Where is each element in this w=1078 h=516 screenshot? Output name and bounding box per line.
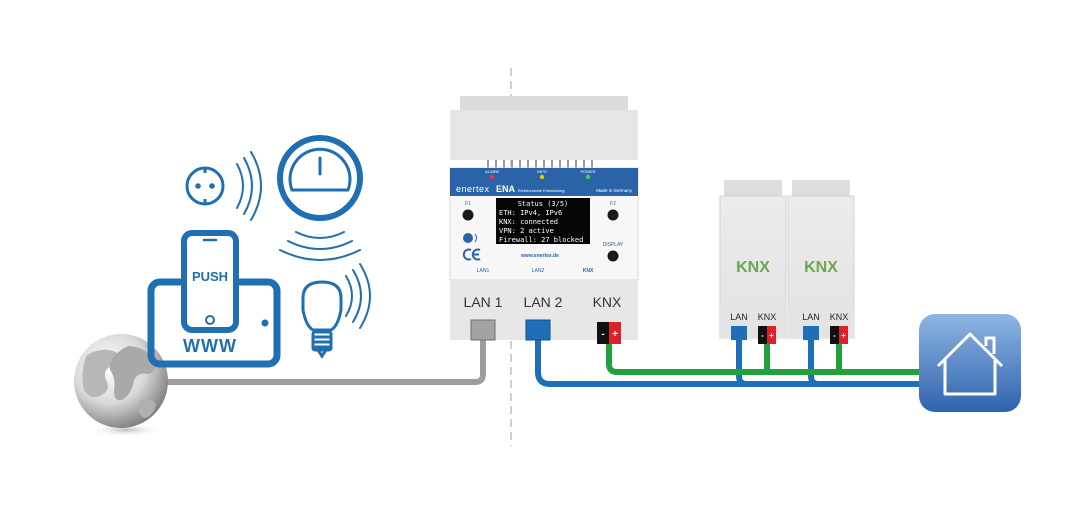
knx-logo: KNX bbox=[736, 259, 770, 276]
phone-label: PUSH bbox=[192, 269, 228, 284]
smartphone-icon: PUSH bbox=[181, 230, 239, 333]
thermostat-waves bbox=[279, 231, 361, 261]
blue-lan-branch-1 bbox=[736, 333, 750, 387]
knx-module-2: KNX LAN KNX - + bbox=[787, 180, 855, 344]
gateway-brand: enertex bbox=[456, 184, 490, 194]
port-knx-small-label: KNX bbox=[583, 268, 594, 274]
module2-minus-sign: - bbox=[833, 331, 836, 340]
blue-lan-cable bbox=[535, 333, 923, 387]
screen-line-3: KNX: connected bbox=[499, 218, 558, 226]
ce-mark-icon bbox=[462, 248, 481, 261]
cables bbox=[147, 333, 923, 387]
module1-lan-port[interactable] bbox=[731, 326, 747, 340]
gateway-tagline: Elektronische Entwicklung bbox=[518, 188, 564, 193]
svg-text:KNX: KNX bbox=[736, 259, 770, 276]
thermostat-icon bbox=[277, 135, 363, 221]
f1-label: F1 bbox=[465, 201, 471, 207]
svg-text:KNX: KNX bbox=[804, 259, 838, 276]
module1-plus-sign: + bbox=[769, 331, 774, 340]
f1-button[interactable] bbox=[462, 209, 474, 221]
tablet-label: WWW bbox=[183, 336, 237, 356]
module2-knx-label: KNX bbox=[830, 312, 849, 322]
light-bulb-icon bbox=[301, 280, 343, 359]
led-power-label: POWER bbox=[580, 169, 595, 174]
module2-lan-port[interactable] bbox=[803, 326, 819, 340]
port-lan2-label: LAN 2 bbox=[524, 294, 563, 310]
gateway-url: www.enertex.de bbox=[520, 253, 559, 259]
display-button[interactable] bbox=[607, 250, 619, 262]
lan1-port[interactable] bbox=[470, 319, 496, 341]
led-alarm-label: ALARM bbox=[485, 169, 499, 174]
port-lan2-small-label: LAN2 bbox=[532, 268, 545, 274]
screen-line-5: Firewall: 27 blocked bbox=[499, 236, 583, 244]
knx-plus-sign: + bbox=[612, 329, 618, 340]
f2-label: F2 bbox=[610, 201, 616, 207]
module2-plus-sign: + bbox=[841, 331, 846, 340]
led-info-label: INFO bbox=[537, 169, 547, 174]
blue-lan-branch-2 bbox=[808, 333, 822, 387]
wireless-waves-icon bbox=[236, 151, 262, 221]
port-knx-label: KNX bbox=[593, 294, 622, 310]
module1-knx-plus[interactable] bbox=[767, 326, 776, 344]
knx-logo: KNX bbox=[804, 259, 838, 276]
module2-lan-label: LAN bbox=[802, 312, 820, 322]
lan2-port[interactable] bbox=[525, 319, 551, 341]
house-icon bbox=[919, 314, 1021, 412]
gateway-made-in: Made in Germany bbox=[596, 188, 633, 193]
screen-line-1: Status (3/5) bbox=[518, 200, 569, 208]
screen-line-2: ETH: IPv4, IPv6 bbox=[499, 209, 562, 217]
module1-knx-minus[interactable] bbox=[758, 326, 767, 344]
module2-knx-minus[interactable] bbox=[830, 326, 839, 344]
gray-lan-cable bbox=[147, 333, 486, 385]
gateway-device: ALARM INFO POWER enertex ENA Elektronisc… bbox=[449, 96, 639, 344]
knx-minus-sign: - bbox=[601, 329, 604, 340]
knx-terminal-minus[interactable] bbox=[597, 322, 609, 344]
knx-module-1: KNX LAN KNX - + bbox=[719, 180, 787, 344]
bulb-waves bbox=[345, 263, 371, 329]
power-socket-icon bbox=[185, 166, 225, 206]
port-lan1-small-label: LAN1 bbox=[477, 268, 490, 274]
screen-line-4: VPN: 2 active bbox=[499, 227, 554, 235]
wireless-waves-icon bbox=[463, 233, 477, 243]
module1-knx-label: KNX bbox=[758, 312, 777, 322]
port-lan1-label: LAN 1 bbox=[464, 294, 503, 310]
f2-button[interactable] bbox=[607, 209, 619, 221]
green-knx-cable bbox=[606, 341, 923, 375]
globe-icon bbox=[74, 334, 168, 437]
gateway-product: ENA bbox=[496, 184, 516, 194]
module1-lan-label: LAN bbox=[730, 312, 748, 322]
module2-knx-plus[interactable] bbox=[839, 326, 848, 344]
module1-minus-sign: - bbox=[761, 331, 764, 340]
display-button-label: DISPLAY bbox=[603, 242, 624, 248]
knx-terminal-plus[interactable] bbox=[609, 322, 621, 344]
